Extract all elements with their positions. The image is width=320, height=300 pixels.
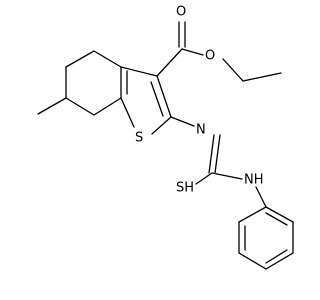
bond-nh-phenyl <box>255 186 267 208</box>
bond-ph-6 <box>265 206 294 223</box>
bond-ester-o-ch2 <box>222 58 244 82</box>
bond-c7-c7a <box>93 97 122 116</box>
atom-imine-nitrogen: N <box>196 123 206 138</box>
bond-c3-c2 <box>156 75 172 118</box>
bond-ph-4 <box>265 252 294 270</box>
bond-ph-inner-3 <box>265 212 288 226</box>
bond-c3-carbonyl <box>156 48 183 77</box>
bond-c6-methyl <box>37 97 67 115</box>
bond-ph-inner-2 <box>265 249 288 264</box>
bond-c3-c2-inner <box>150 81 164 117</box>
atom-carbonyl-oxygen: O <box>176 5 186 20</box>
bond-c4-c3a <box>93 50 122 68</box>
bond-ch2-ch3 <box>242 72 282 82</box>
bond-c3a-c3 <box>120 66 158 77</box>
bond-ph-1 <box>238 206 267 223</box>
bond-carbonyl-ester-o <box>181 48 204 56</box>
bond-c-nh <box>211 172 243 180</box>
bond-n-c-b <box>214 134 221 174</box>
atom-thiol: SH <box>176 181 194 196</box>
bond-c2-n <box>170 116 195 127</box>
atom-ring-sulfur: S <box>135 131 143 146</box>
atom-amine: NH <box>244 173 264 188</box>
atom-ester-oxygen: O <box>205 49 215 64</box>
bond-c6-c7 <box>65 97 95 116</box>
bond-c7a-s <box>120 97 135 128</box>
bond-c4-c5 <box>65 50 95 68</box>
bond-c-sh <box>195 172 213 185</box>
bond-c2-s <box>151 116 172 135</box>
bond-n-c-a <box>208 134 215 174</box>
bond-ph-3 <box>238 252 267 270</box>
